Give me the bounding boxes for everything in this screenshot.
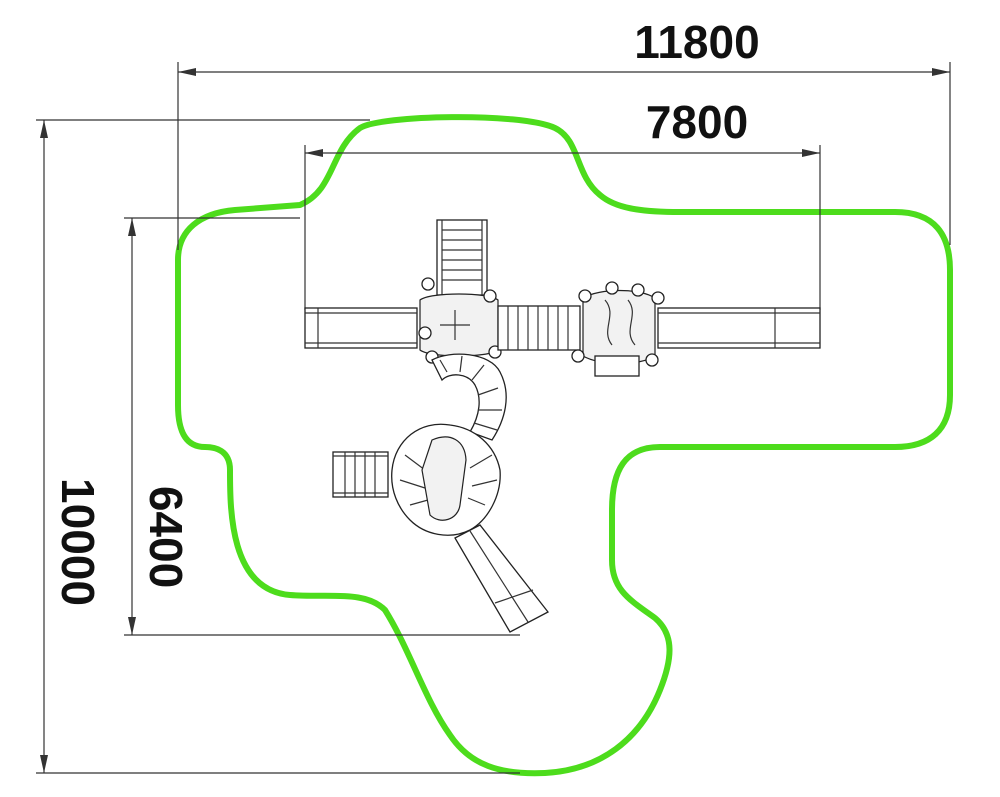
dimension-equipment-depth: 6400 (124, 217, 520, 636)
dimension-equipment-width: 7800 (304, 96, 821, 310)
safety-zone-outline (175, 114, 953, 777)
dimension-overall-width: 11800 (177, 16, 951, 250)
bridge (497, 305, 581, 351)
overall-depth-label: 10000 (52, 478, 104, 606)
equipment-width-label: 7800 (646, 96, 748, 148)
overall-width-label: 11800 (634, 16, 759, 68)
diagonal-slide (454, 524, 549, 633)
curved-stairs (431, 353, 507, 441)
leaf-platform (391, 423, 501, 536)
left-slide (304, 307, 418, 349)
equipment-depth-label: 6400 (140, 486, 192, 588)
dimension-overall-depth: 10000 (36, 119, 520, 774)
right-slide (657, 307, 821, 349)
top-ladder (436, 219, 488, 296)
lower-left-ladder (332, 451, 389, 498)
right-tower (571, 281, 665, 377)
